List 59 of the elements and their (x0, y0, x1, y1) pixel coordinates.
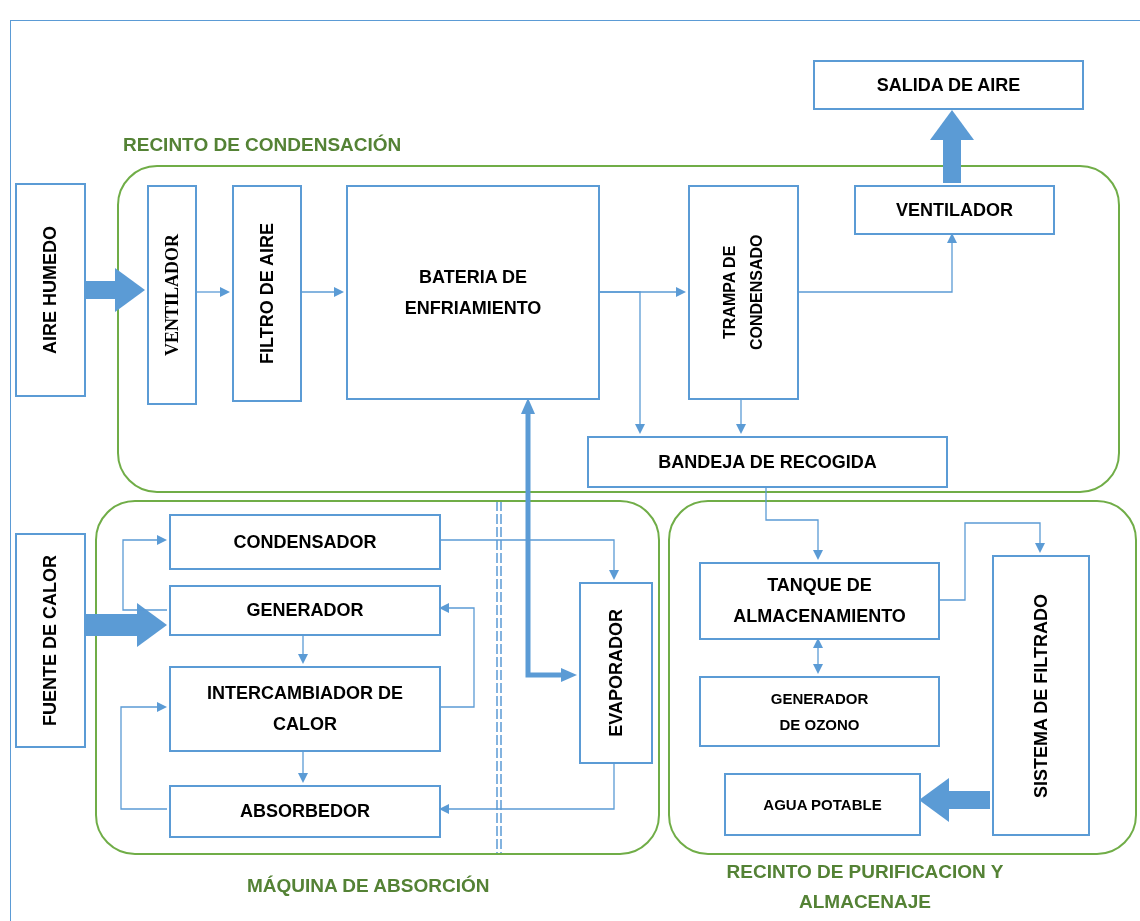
process-box (15, 533, 86, 748)
process-box (813, 60, 1084, 110)
arrow (120, 702, 168, 810)
box-label: INTERCAMBIADOR DE CALOR (206, 682, 404, 736)
process-box (587, 436, 948, 488)
process-box (346, 185, 600, 400)
box-label: BANDEJA DE RECOGIDA (657, 450, 878, 474)
block-arrow (521, 398, 577, 682)
box-label: ABSORBEDOR (239, 800, 371, 824)
process-box (169, 514, 441, 570)
box-label: GENERADOR (245, 599, 365, 623)
box-label: FILTRO DE AIRE (255, 223, 278, 364)
process-box (854, 185, 1055, 235)
process-box (169, 585, 441, 636)
process-box (688, 185, 799, 400)
arrow (299, 287, 344, 297)
box-label: EVAPORADOR (604, 609, 627, 737)
group-heading: MÁQUINA DE ABSORCIÓN (247, 874, 491, 898)
arrow (298, 749, 308, 783)
box-label: SALIDA DE AIRE (875, 73, 1022, 97)
block-arrow (86, 268, 145, 312)
arrow (439, 761, 615, 814)
process-box (992, 555, 1090, 836)
arrow (122, 535, 168, 611)
arrow (438, 603, 475, 708)
process-box (724, 773, 921, 836)
box-label: SISTEMA DE FILTRADO (1029, 593, 1052, 798)
process-box (699, 562, 940, 640)
box-label: AIRE HUMEDO (39, 226, 62, 354)
arrow (597, 291, 645, 434)
arrow (813, 638, 823, 674)
box-label: CONDENSADOR (232, 530, 378, 554)
process-box (147, 185, 197, 405)
process-box (169, 666, 441, 752)
box-label: FUENTE DE CALOR (39, 555, 62, 726)
arrow (438, 539, 619, 580)
arrow (194, 287, 230, 297)
box-label: VENTILADOR (160, 234, 183, 356)
box-label: GENERADOR DE OZONO (769, 689, 870, 735)
group-heading: RECINTO DE CONDENSACIÓN (123, 133, 403, 157)
process-box (232, 185, 302, 402)
arrow (796, 233, 957, 293)
box-label: VENTILADOR (895, 198, 1014, 222)
block-arrow (919, 778, 990, 822)
box-label: TANQUE DE ALMACENAMIENTO (732, 574, 907, 628)
arrow (937, 522, 1045, 601)
arrow (736, 397, 746, 434)
process-box (699, 676, 940, 747)
process-box (579, 582, 653, 764)
box-label: TRAMPA DE CONDENSADO (720, 233, 767, 353)
arrow (298, 633, 308, 664)
process-box (15, 183, 86, 397)
block-arrow (86, 603, 167, 647)
arrow (765, 485, 823, 560)
group-heading: RECINTO DE PURIFICACION Y ALMACENAJE (725, 860, 1005, 914)
box-label: BATERIA DE ENFRIAMIENTO (403, 265, 543, 320)
process-box (169, 785, 441, 838)
box-label: AGUA POTABLE (762, 794, 883, 815)
block-arrow (930, 110, 974, 183)
